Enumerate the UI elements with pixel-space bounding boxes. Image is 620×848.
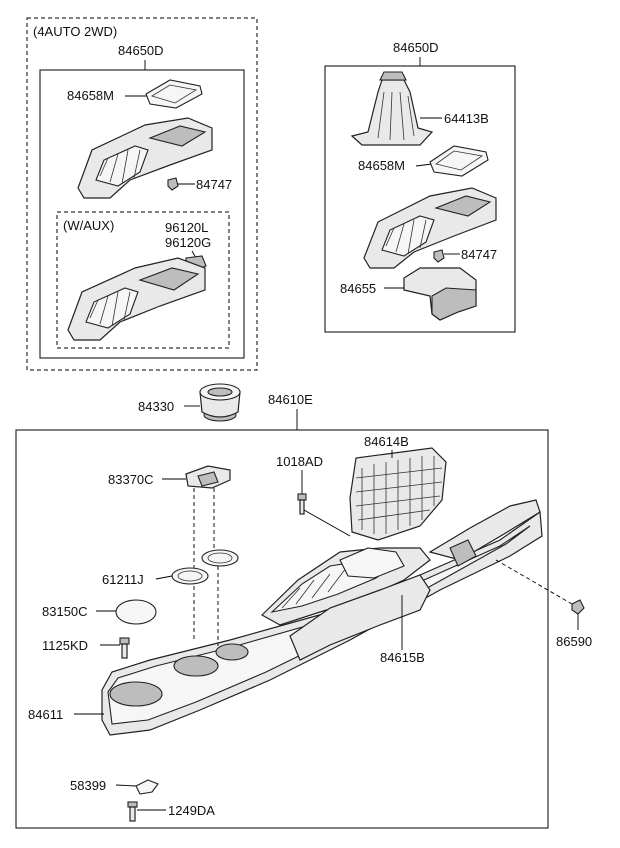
- label-84747-left: 84747: [196, 177, 232, 192]
- label-84655: 84655: [340, 281, 376, 296]
- waux-group-label: (W/AUX): [63, 218, 114, 233]
- mat-83150C: [115, 599, 157, 625]
- label-83370C: 83370C: [108, 472, 154, 487]
- label-84650D-right: 84650D: [393, 40, 439, 55]
- main-console-box: [15, 429, 549, 829]
- label-58399: 58399: [70, 778, 106, 793]
- waux-group-box: [56, 211, 230, 349]
- leader-1018AD-to-rail: [303, 509, 351, 537]
- liner-61211J: [171, 549, 239, 585]
- label-86590: 86590: [556, 634, 592, 649]
- pad-84658M-right: [429, 145, 489, 177]
- label-1249DA: 1249DA: [168, 803, 215, 818]
- label-1018AD: 1018AD: [276, 454, 323, 469]
- label-84611: 84611: [28, 707, 63, 722]
- label-84650D-left: 84650D: [118, 43, 164, 58]
- screw-1018AD: [297, 493, 307, 515]
- auto-2wd-group-box: [26, 17, 258, 371]
- label-84614B: 84614B: [364, 434, 409, 449]
- console-body-84611: [101, 499, 543, 736]
- label-84610E: 84610E: [268, 392, 313, 407]
- leader-84658M-right: [415, 163, 433, 167]
- shift-panel-left-waux: [67, 257, 206, 341]
- part-58399: [135, 779, 159, 795]
- label-96120L: 96120L: [165, 220, 208, 235]
- rear-cover-84614B: [349, 447, 447, 541]
- label-83150C: 83150C: [42, 604, 88, 619]
- bracket-84655: [403, 267, 477, 321]
- cup-holder-84330: [199, 383, 241, 422]
- screw-1125KD: [119, 637, 130, 659]
- auto-2wd-group-label: (4AUTO 2WD): [33, 24, 117, 39]
- label-64413B: 64413B: [444, 111, 489, 126]
- label-1125KD: 1125KD: [42, 638, 88, 653]
- 84650D-right-box: [324, 65, 516, 333]
- label-84658M-left: 84658M: [67, 88, 114, 103]
- bracket-83370C: [185, 465, 231, 489]
- screw-1249DA: [127, 801, 138, 822]
- clip-84747-right: [433, 249, 445, 263]
- label-84615B: 84615B: [380, 650, 425, 665]
- clip-84747-left: [167, 177, 179, 191]
- label-84747-right: 84747: [461, 247, 497, 262]
- shift-panel-left-top: [77, 117, 213, 199]
- shift-panel-right: [363, 187, 497, 269]
- dash-86590: [495, 559, 573, 605]
- 84650D-left-box: [39, 69, 245, 359]
- clip-86590: [571, 599, 585, 615]
- leader-61211J: [155, 575, 173, 580]
- label-96120G: 96120G: [165, 235, 211, 250]
- label-84330: 84330: [138, 399, 174, 414]
- pad-84658M-left: [145, 79, 203, 109]
- leader-58399: [115, 784, 137, 787]
- shift-boot-64413B: [350, 71, 434, 146]
- label-84658M-right: 84658M: [358, 158, 405, 173]
- label-61211J: 61211J: [102, 572, 144, 587]
